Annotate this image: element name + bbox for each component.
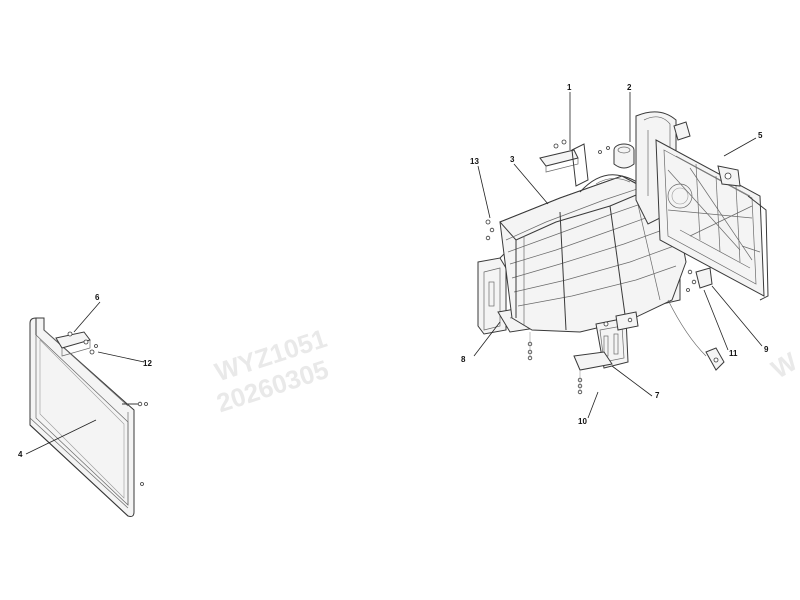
- callout-2: 2: [627, 83, 632, 92]
- callout-11: 11: [729, 349, 738, 358]
- air-filter-housing-part-3: [499, 174, 687, 333]
- callouts: 1 2 3 5 13 8 7 10 9 11 6 12 4: [18, 83, 769, 459]
- bracket-part-8: [477, 251, 507, 335]
- callout-7: 7: [655, 391, 660, 400]
- sensor-part-2: [598, 143, 635, 169]
- watermark-edge: W: [766, 346, 800, 384]
- callout-9: 9: [764, 345, 769, 354]
- bracket-part-1: [539, 139, 589, 187]
- callout-1: 1: [567, 83, 572, 92]
- bracket-part-7: [573, 311, 639, 371]
- side-panel-part-4: [29, 317, 148, 517]
- bolts-part-10: [577, 370, 583, 395]
- tray-bolts: [527, 332, 533, 361]
- callout-4: 4: [18, 450, 23, 459]
- callout-12: 12: [143, 359, 152, 368]
- callout-8: 8: [461, 355, 466, 364]
- callout-5: 5: [758, 131, 763, 140]
- callout-6: 6: [95, 293, 100, 302]
- callout-3: 3: [510, 155, 515, 164]
- leader-lines: [25, 92, 763, 455]
- callout-13: 13: [470, 157, 479, 166]
- clip-part-9-11: [667, 267, 725, 371]
- callout-10: 10: [578, 417, 587, 426]
- filter-cover-part-5: [655, 121, 769, 301]
- watermark: WYZ1051 20260305: [211, 323, 332, 418]
- svg-text:W: W: [766, 346, 800, 384]
- bolts-part-13: [485, 219, 495, 241]
